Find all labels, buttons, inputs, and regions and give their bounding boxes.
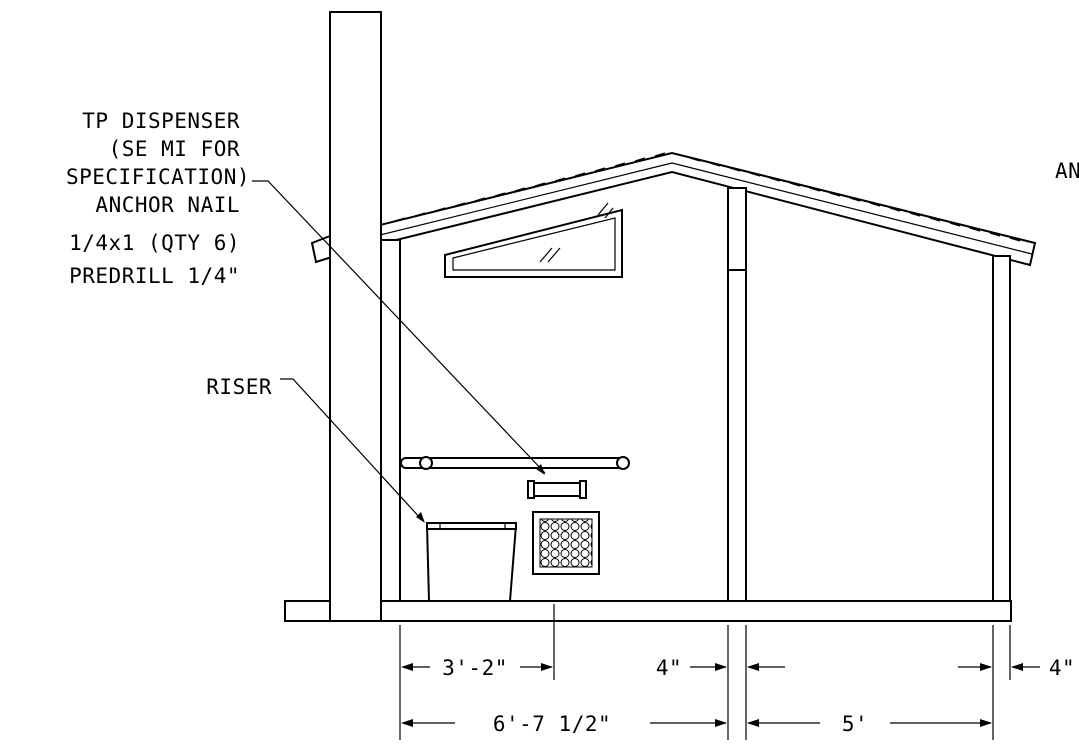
callout-line-5: 1/4x1 (QTY 6): [69, 231, 240, 255]
dim-center-wall: 4": [656, 656, 682, 680]
callout-line-6: PREDRILL 1/4": [69, 264, 240, 288]
right-cutoff-text: AN: [1055, 159, 1079, 183]
dim-left-room: 6'-7 1/2": [493, 712, 611, 736]
clerestory-window: [444, 202, 623, 278]
foundation-slab: [284, 600, 1012, 622]
roof: [310, 151, 1037, 267]
riser-leader-arrow: [416, 512, 425, 523]
leader-lines: [252, 180, 546, 521]
vent-grille: [532, 511, 600, 575]
right-wall-post: [992, 255, 1011, 602]
callout-line-1: TP DISPENSER: [82, 109, 240, 133]
riser: [425, 522, 518, 602]
tp-dispenser-callout: TP DISPENSER (SE MI FOR SPECIFICATION) A…: [66, 109, 250, 288]
callout-line-2: (SE MI FOR: [109, 137, 240, 161]
tp-leader-arrow: [536, 464, 545, 475]
dim-riser-offset: 3'-2": [442, 656, 508, 680]
tp-dispenser: [527, 480, 587, 499]
dim-right-room: 5': [842, 712, 868, 736]
callout-line-3: SPECIFICATION): [66, 165, 250, 189]
riser-callout: RISER: [206, 375, 272, 399]
callout-line-4: ANCHOR NAIL: [95, 193, 240, 217]
center-wall-post: [727, 187, 747, 602]
roof-shingles: [394, 152, 1021, 242]
dim-right-wall: 4": [1049, 656, 1075, 680]
grab-bar: [400, 456, 630, 470]
left-wall-post: [380, 239, 401, 602]
vent-stack: [329, 11, 382, 622]
dimension-lines: 3'-2" 4" 4" 6'-7 1/2" 5': [399, 604, 1075, 740]
